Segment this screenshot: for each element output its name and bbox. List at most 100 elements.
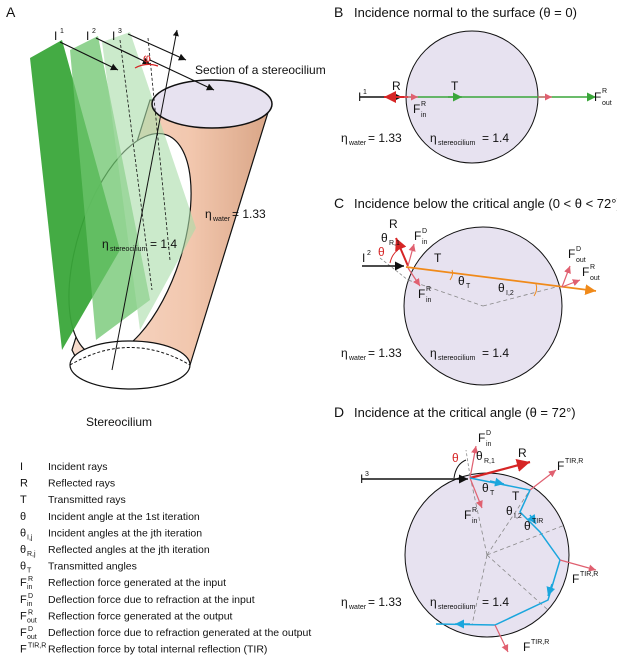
panel-d-eta-water: η (341, 595, 348, 609)
incident-plane-2 (70, 36, 150, 340)
panel-c-title: Incidence below the critical angle (0 < … (354, 196, 617, 211)
panel-d-normal-2 (486, 489, 531, 556)
panel-c-thetaR-sub: R,1 (389, 240, 400, 247)
panel-d-thetaR: θ (476, 449, 483, 463)
panel-c-I: I (362, 251, 365, 265)
phi-arc (134, 63, 159, 69)
panel-c-FinR-sub: in (426, 297, 432, 304)
panel-d-title: Incidence at the critical angle (θ = 72°… (354, 405, 576, 420)
panel-c-thetaT: θ (458, 274, 465, 288)
panel-c-T: T (434, 251, 442, 265)
panel-c-eta-water: η (341, 346, 348, 360)
panel-d-thetaTIR: θ (524, 519, 531, 533)
panel-c-R: R (389, 217, 398, 231)
legend-symbol-sub: R,j (27, 551, 36, 558)
legend-description: Transmitted angles (48, 561, 137, 573)
ray-label-3: I (112, 29, 115, 43)
panel-c-eta-stereo: η (430, 346, 437, 360)
panel-c-transmitted (405, 266, 597, 296)
panel-d-tir-arrow-1 (489, 477, 505, 487)
panel-d-fin-r (469, 477, 483, 509)
legend-symbol-sub: out (27, 634, 37, 641)
panel-b-Fin-sub: in (421, 112, 427, 119)
cylinder-bottom-hidden (69, 347, 191, 366)
legend-symbol-sub: out (27, 617, 37, 624)
panel-b-Fin: F (413, 102, 420, 116)
panel-d-thetaR-sub: R,1 (484, 458, 495, 465)
panel-d-Ftir-2: F (572, 572, 579, 586)
panel-d-water-sub: water (348, 604, 367, 611)
panel-b-eta-water: η (341, 131, 348, 145)
panel-c-normal-ext (379, 257, 409, 281)
panel-d-Ftir-3: F (523, 640, 530, 654)
eta-water-sub: water (212, 216, 231, 223)
legend-description: Transmitted rays (48, 494, 126, 506)
panel-d-Ftir-1: F (557, 459, 564, 473)
panel-c-thetaI-arc (533, 283, 538, 297)
panel-b-R: R (392, 79, 401, 93)
panel-b: B Incidence normal to the surface (θ = 0… (334, 4, 612, 164)
legend-symbol: F (20, 644, 27, 656)
panel-d-R: R (518, 446, 527, 460)
legend-description: Reflection force generated at the output (48, 610, 233, 622)
legend-symbol: θ (20, 561, 26, 573)
panel-c-FinD-sub: in (422, 239, 428, 246)
panel-d-thetaT-sub: T (490, 490, 495, 497)
panel-d-FinR: F (464, 508, 471, 522)
panel-c-theta-arc (389, 249, 399, 264)
legend-description: Incident angle at the 1st iteration (48, 511, 200, 523)
stereocilium-label: Stereocilium (86, 415, 152, 429)
legend-symbol: F (20, 610, 27, 622)
panel-d-ftir-2 (559, 559, 597, 572)
panel-c-thetaI-sub: I,2 (506, 290, 514, 297)
legend-description: Incident rays (48, 461, 108, 473)
legend-symbol: F (20, 627, 27, 639)
ray-label-2: I (86, 29, 89, 43)
legend-description: Reflected rays (48, 478, 115, 490)
axis-dashed-1 (119, 39, 153, 291)
panel-d-water-val: = 1.33 (368, 595, 402, 609)
panel-d-fin-d (469, 445, 479, 479)
panel-d-FinD-sup: D (486, 430, 491, 437)
legend-symbol: θ (20, 511, 26, 523)
panel-d-ftir-1 (529, 469, 557, 491)
panel-d-stereo-val: = 1.4 (482, 595, 509, 609)
panel-b-I-sup: 1 (363, 89, 367, 96)
panel-d-letter: D (334, 404, 344, 420)
panel-b-eta-stereo: η (430, 131, 437, 145)
panel-d-FinD: F (478, 431, 485, 445)
panel-b-stereo-sub: stereocilium (438, 140, 476, 147)
legend-symbol-sup: TIR,R (28, 643, 46, 650)
legend-description: Deflection force due to refraction gener… (48, 627, 311, 639)
legend-row: θ Incident angle at the 1st iteration (20, 511, 200, 523)
ray-label-1: I (54, 29, 57, 43)
cylinder-bottom (69, 340, 191, 390)
panel-d-reflected (469, 459, 531, 480)
panel-d-I: I (360, 472, 363, 486)
panel-b-title: Incidence normal to the surface (θ = 0) (354, 5, 577, 20)
legend-symbol: θ (20, 544, 26, 556)
panel-d-Ftir-2-sup: TIR,R (580, 571, 598, 578)
legend-symbol: I (20, 461, 23, 473)
panel-c-thetaR: θ (381, 231, 388, 245)
panel-c-water-val: = 1.33 (368, 346, 402, 360)
panel-d-Ftir-3-sup: TIR,R (531, 639, 549, 646)
phi-label: φ (143, 51, 151, 65)
panel-d-tir-arrow-2 (527, 514, 537, 525)
legend-symbol-sup: R (28, 609, 33, 616)
panel-b-stereo-val: = 1.4 (482, 131, 509, 145)
panel-c-stereo-sub: stereocilium (438, 355, 476, 362)
panel-c-FoutD-sub: out (576, 257, 586, 264)
panel-c-FinR: F (418, 287, 425, 301)
panel-c-thetaT-sub: T (466, 283, 471, 290)
panel-c-FoutR-sup: R (590, 264, 595, 271)
ray-label-1-sup: 1 (60, 28, 64, 35)
panel-d-normal-ext (465, 449, 471, 477)
panel-c-FinD: F (414, 229, 421, 243)
panel-c: C Incidence below the critical angle (0 … (334, 195, 617, 386)
panel-b-water-val: = 1.33 (368, 131, 402, 145)
panel-c-reflected (395, 237, 409, 267)
panel-a-letter: A (6, 4, 16, 20)
